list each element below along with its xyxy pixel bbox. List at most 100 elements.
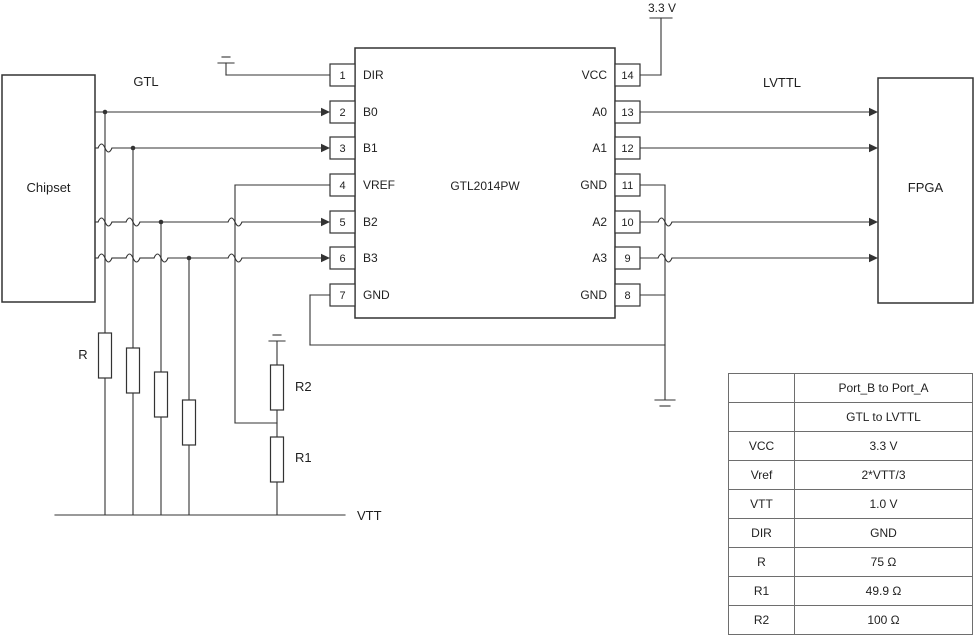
net-b3 [94,257,323,516]
arrow-icon [321,253,330,263]
crossover-icon [227,217,243,227]
pin-left-7: 7 GND [329,283,390,307]
value-cell: GTL to LVTTL [794,402,973,432]
pin-number: 7 [339,290,345,302]
value-cell: 49.9 Ω [794,576,973,606]
pin-left-1: 1 DIR [329,63,384,87]
r2-label: R2 [295,379,312,394]
pin-box [329,246,356,270]
pin-box [614,136,641,160]
pin-right-11: 11 GND [580,173,641,197]
param-cell [728,373,795,403]
net-gnd-right [639,184,676,407]
junction-dot [102,109,108,115]
pin-number: 10 [621,217,633,229]
table-row: GTL to LVTTL [728,402,973,432]
pin-left-4: 4 VREF [329,173,395,197]
crossover-squiggles [97,143,673,263]
param-cell: R2 [728,605,795,635]
arrow-icon [321,217,330,227]
table-row: DIR GND [728,518,973,548]
pin-box [329,210,356,234]
pin-left-5: 5 B2 [329,210,378,234]
param-cell: VCC [728,431,795,461]
pin-name: B3 [363,251,378,265]
pin-name: B1 [363,141,378,155]
crossover-icon [97,217,113,227]
value-cell: 100 Ω [794,605,973,635]
pin-name: VREF [363,178,395,192]
pin-number: 9 [624,253,630,265]
pin-left-2: 2 B0 [329,100,378,124]
vtt-rail-label: VTT [357,508,382,523]
value-cell: 3.3 V [794,431,973,461]
arrow-icon [869,217,878,227]
param-cell [728,402,795,432]
fpga-label: FPGA [908,180,944,195]
table-row: VCC 3.3 V [728,431,973,461]
pin-name: B2 [363,215,378,229]
pin-name: A3 [592,251,607,265]
pin-box [614,210,641,234]
pin-name: GND [580,288,607,302]
pin-left-3: 3 B1 [329,136,378,160]
pin-box [329,100,356,124]
pin-number: 3 [339,143,345,155]
pin-box [329,136,356,160]
pin-number: 1 [339,70,345,82]
pin-right-10: 10 A2 [592,210,641,234]
arrow-icon [869,253,878,263]
arrow-icon [321,143,330,153]
crossover-icon [657,217,673,227]
junction-dot [130,145,136,151]
arrow-icon [869,143,878,153]
table-row: Vref 2*VTT/3 [728,460,973,490]
param-cell: R [728,547,795,577]
table-row: R2 100 Ω [728,605,973,635]
net-vref [234,184,331,424]
pin-right-12: 12 A1 [592,136,641,160]
net-divider [268,334,286,516]
crossover-icon [153,253,169,263]
resistor-r-2 [125,347,141,394]
pin-number: 12 [621,143,633,155]
crossover-icon [97,143,113,153]
pin-number: 13 [621,107,633,119]
param-cell: VTT [728,489,795,519]
ic-name-label: GTL2014PW [450,179,520,193]
gtl-bus-label: GTL [133,74,158,89]
pin-name: VCC [582,68,608,82]
junction-dot [186,255,192,261]
supply-voltage-label: 3.3 V [648,1,676,15]
crossover-icon [97,253,113,263]
net-dir-gnd [217,56,331,76]
crossover-icon [657,253,673,263]
pin-right-8: 8 GND [580,283,641,307]
chipset-label: Chipset [26,180,70,195]
pin-name: DIR [363,68,384,82]
pin-number: 14 [621,70,633,82]
ic-body [354,47,616,319]
pin-right-9: 9 A3 [592,246,641,270]
crossover-icon [125,253,141,263]
resistors [97,332,285,483]
table-row: R1 49.9 Ω [728,576,973,606]
spec-table: Port_B to Port_A GTL to LVTTL VCC 3.3 V … [728,373,973,635]
pin-name: A1 [592,141,607,155]
pin-name: B0 [363,105,378,119]
param-cell: DIR [728,518,795,548]
pin-number: 8 [624,290,630,302]
pin-number: 2 [339,107,345,119]
net-b2 [94,221,323,516]
arrow-icon [321,107,330,117]
pin-box [614,100,641,124]
pin-number: 4 [339,180,345,192]
resistor-r-3 [153,371,169,418]
param-cell: R1 [728,576,795,606]
param-cell: Vref [728,460,795,490]
pin-box [614,246,641,270]
table-row: Port_B to Port_A [728,373,973,403]
r1-label: R1 [295,450,312,465]
resistor-r-4 [181,399,197,446]
value-cell: Port_B to Port_A [794,373,973,403]
